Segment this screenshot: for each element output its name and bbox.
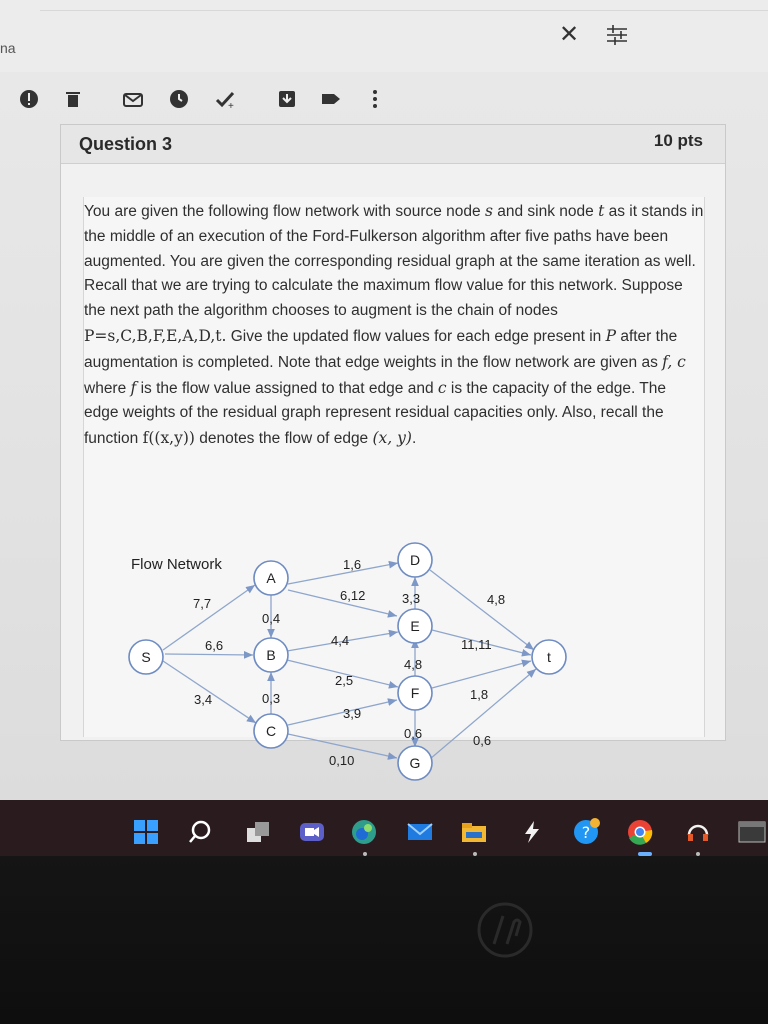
node-C: [253, 713, 289, 749]
tag-icon[interactable]: [320, 88, 342, 110]
edge-label-C-B: 0,3: [262, 691, 280, 706]
terminal-icon[interactable]: [738, 818, 766, 846]
edge-B-E: [286, 629, 399, 652]
edge-label-B-E: 4,4: [331, 633, 349, 648]
graph-nodes: [128, 542, 567, 781]
edge-B-F: [286, 659, 399, 689]
clock-icon[interactable]: [168, 88, 190, 110]
node-D: [397, 542, 433, 578]
edge-label-F-t: 1,8: [470, 687, 488, 702]
edge-browser-icon[interactable]: [350, 818, 378, 846]
alert-icon[interactable]: [18, 88, 40, 110]
question-header: Question 3 10 pts: [61, 125, 725, 164]
file-explorer-icon[interactable]: [460, 818, 488, 846]
node-F: [397, 675, 433, 711]
node-labels: S A B C D E F G t: [141, 552, 551, 771]
taskbar-active-dot: [363, 852, 367, 856]
help-icon[interactable]: ?: [572, 818, 600, 846]
node-A: [253, 560, 289, 596]
task-view-icon[interactable]: [244, 818, 272, 846]
mail-icon[interactable]: [122, 88, 144, 110]
chrome-icon[interactable]: [626, 818, 654, 846]
edge-label-s-C: 3,4: [194, 692, 212, 707]
question-points: 10 pts: [653, 131, 703, 150]
edge-label-F-G: 0,6: [404, 726, 422, 741]
svg-text:?: ?: [582, 823, 591, 842]
edge-label-D-t: 4,8: [487, 592, 505, 607]
node-s: [128, 639, 164, 675]
download-icon[interactable]: [276, 88, 298, 110]
question-body: You are given the following flow network…: [83, 197, 705, 781]
edge-label-F-E: 4,8: [404, 657, 422, 672]
edge-G-t: [429, 668, 537, 760]
graph-edges: [162, 560, 537, 760]
question-title: Question 3: [79, 134, 173, 154]
node-label-G: G: [410, 755, 421, 771]
node-label-s: S: [141, 649, 150, 665]
svg-text:+: +: [228, 101, 234, 110]
hp-logo: [477, 902, 533, 958]
node-E: [397, 608, 433, 644]
edge-A-E: [287, 589, 398, 618]
mail-app-icon[interactable]: [406, 818, 434, 846]
windows-start-icon[interactable]: [132, 818, 160, 846]
edge-D-t: [429, 569, 535, 651]
window-top-bar: [0, 0, 768, 72]
search-icon[interactable]: [186, 818, 214, 846]
headset-icon[interactable]: [684, 818, 712, 846]
edge-C-F: [287, 698, 398, 726]
edge-label-s-B: 6,6: [205, 638, 223, 653]
edge-label-C-F: 3,9: [343, 706, 361, 721]
edge-label-G-t: 0,6: [473, 733, 491, 748]
close-button[interactable]: ✕: [558, 21, 580, 48]
left-text-fragment: na: [0, 40, 16, 56]
node-label-E: E: [410, 618, 419, 634]
graph-title: Flow Network: [131, 556, 222, 573]
flow-network-diagram: Flow Network: [128, 542, 567, 781]
edge-C-G: [287, 733, 398, 760]
edge-label-s-A: 7,7: [193, 596, 211, 611]
windows-taskbar: ?: [0, 800, 768, 856]
edge-E-t: [431, 629, 532, 657]
edge-labels: 7,7 6,6 3,4 1,6 6,12 0,4 0,3 4,4 2,5 3,9…: [193, 557, 505, 768]
node-B: [253, 637, 289, 673]
message-toolbar: +: [18, 88, 398, 116]
check-edit-icon[interactable]: +: [214, 88, 236, 110]
node-label-C: C: [266, 723, 276, 739]
node-label-t: t: [547, 649, 551, 665]
edge-label-E-D: 3,3: [402, 591, 420, 606]
node-label-A: A: [266, 570, 276, 586]
meet-video-icon[interactable]: [298, 818, 326, 846]
node-G: [397, 745, 433, 781]
edge-label-B-A: 0,4: [262, 611, 280, 626]
edge-s-A: [162, 584, 256, 651]
node-t: [531, 639, 567, 675]
edge-A-D: [287, 560, 399, 585]
question-text: You are given the following flow network…: [84, 202, 704, 448]
filter-settings-icon: [607, 25, 627, 45]
more-vertical-icon[interactable]: [364, 88, 386, 110]
screen: na ✕ +: [0, 0, 768, 810]
edge-label-C-G: 0,10: [329, 753, 354, 768]
edge-label-E-t: 11,11: [461, 637, 492, 652]
node-label-F: F: [411, 685, 420, 701]
edge-s-B: [164, 650, 254, 659]
laptop-bezel: [0, 856, 768, 1024]
filter-settings-button[interactable]: [604, 22, 630, 48]
node-label-B: B: [266, 647, 275, 663]
edge-s-C: [162, 660, 257, 724]
node-label-D: D: [410, 552, 420, 568]
question-card: Question 3 10 pts You are given the foll…: [60, 124, 726, 781]
edge-label-A-D: 1,6: [343, 557, 361, 572]
taskbar-active-dot: [696, 852, 700, 856]
taskbar-active-indicator: [638, 852, 652, 856]
taskbar-active-dot: [473, 852, 477, 856]
trash-icon[interactable]: [62, 88, 84, 110]
edge-F-t: [431, 659, 532, 689]
edge-label-A-E: 6,12: [340, 588, 365, 603]
edge-label-B-F: 2,5: [335, 673, 353, 688]
bolt-app-icon[interactable]: [518, 818, 546, 846]
